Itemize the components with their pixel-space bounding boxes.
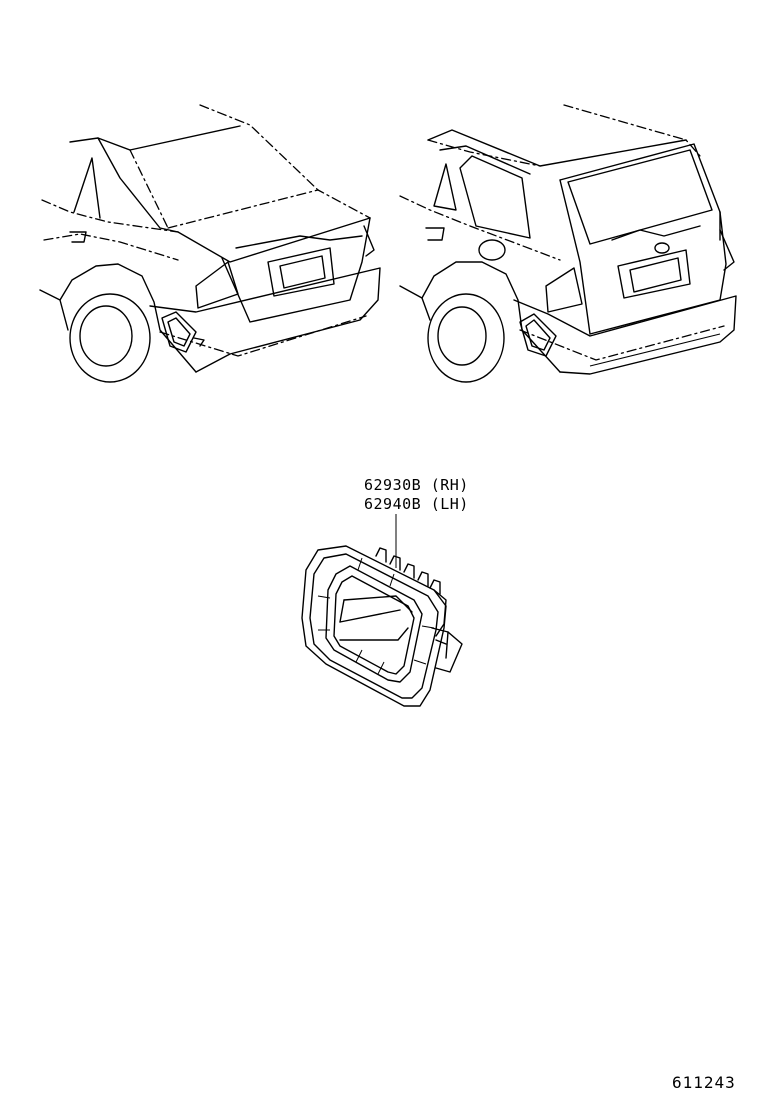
wagon-illustration bbox=[399, 104, 737, 383]
part-label-rh: 62930B (RH) bbox=[364, 476, 469, 494]
part-number-lh: 62940B bbox=[364, 495, 422, 513]
diagram-reference-number: 611243 bbox=[672, 1073, 736, 1092]
rear-bumper-duct-illustration bbox=[301, 514, 463, 707]
part-side-rh: (RH) bbox=[430, 476, 469, 494]
part-number-rh: 62930B bbox=[364, 476, 422, 494]
part-label-lh: 62940B (LH) bbox=[364, 495, 469, 513]
sedan-illustration bbox=[39, 104, 381, 383]
part-side-lh: (LH) bbox=[430, 495, 469, 513]
